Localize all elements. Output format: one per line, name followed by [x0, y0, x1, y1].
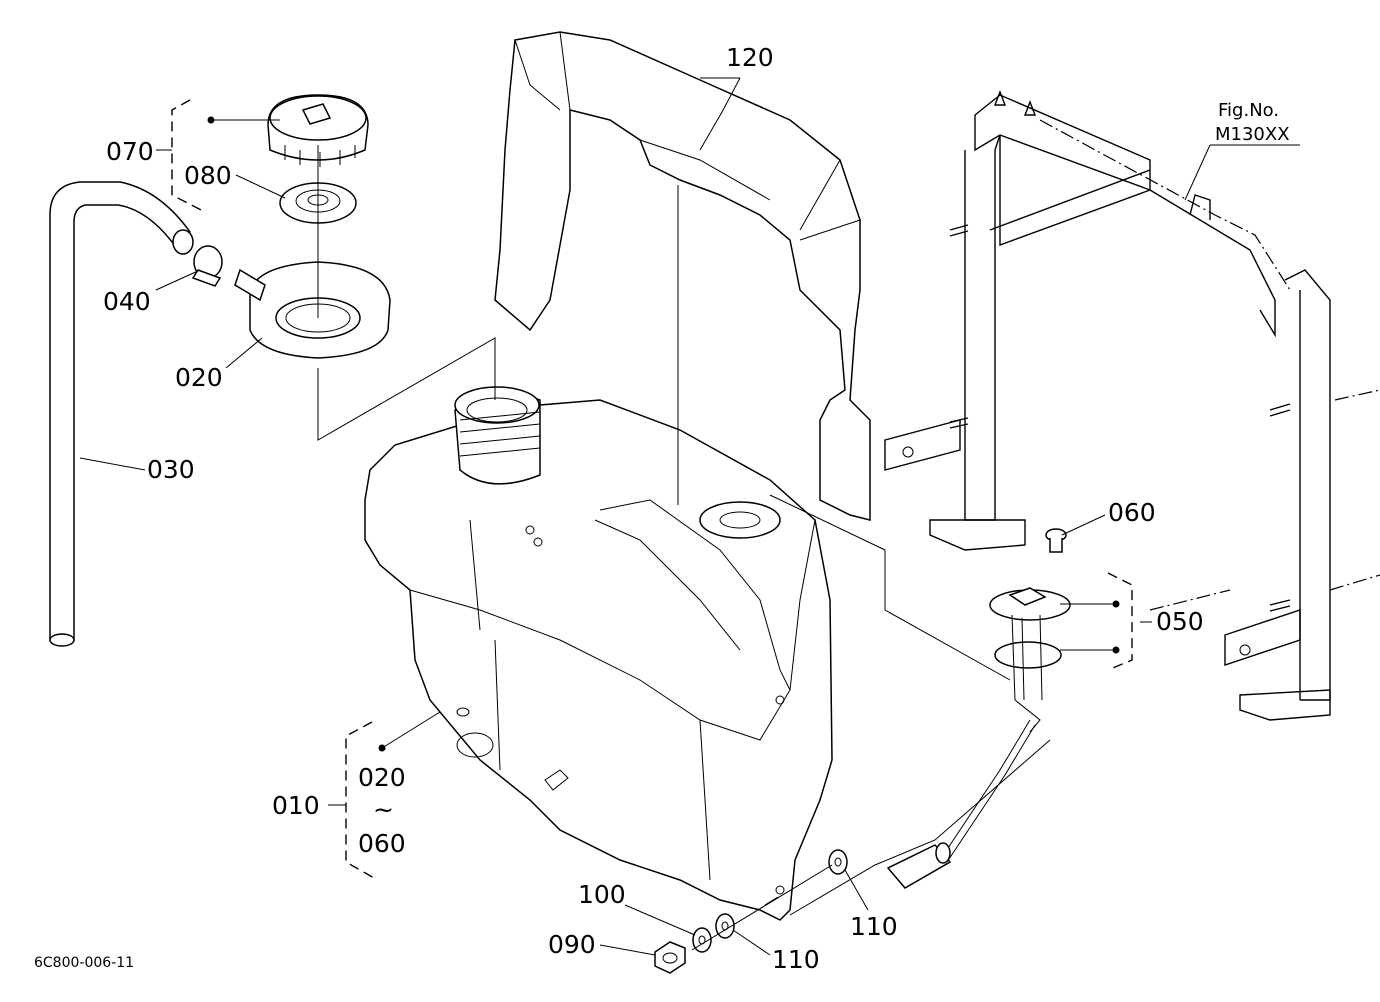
frame-reference [884, 90, 1380, 721]
part-060-screw [1045, 528, 1067, 553]
labels: 120 070 080 040 020 030 060 050 010 020 … [34, 43, 1290, 974]
label-010-range-sep: ~ [373, 795, 394, 824]
part-090-nut [654, 941, 686, 974]
part-020-filler-bracket [234, 261, 391, 359]
label-010-range-from: 020 [358, 763, 406, 792]
part-110-washer-upper [828, 849, 848, 875]
label-060: 060 [1108, 498, 1156, 527]
label-050: 050 [1156, 607, 1204, 636]
part-050-fuel-sender [886, 587, 1071, 889]
fig-no-label: Fig.No. [1218, 100, 1279, 121]
part-100-washer [692, 927, 712, 953]
label-080: 080 [184, 161, 232, 190]
label-120: 120 [726, 43, 774, 72]
bracket-070-080 [171, 99, 215, 213]
assembly-lines [317, 145, 1051, 951]
label-020: 020 [175, 363, 223, 392]
part-120-panel [494, 31, 871, 521]
drawing-code: 6C800-006-11 [34, 955, 134, 971]
part-040-clamp [191, 245, 223, 287]
label-110-lower: 110 [772, 945, 820, 974]
label-110-upper: 110 [850, 912, 898, 941]
label-010: 010 [272, 791, 320, 820]
label-010-range-to: 060 [358, 829, 406, 858]
label-100: 100 [578, 880, 626, 909]
label-070: 070 [106, 137, 154, 166]
bracket-050 [1107, 572, 1133, 671]
label-030: 030 [147, 455, 195, 484]
part-010-fuel-tank [364, 386, 833, 921]
leader-lines [79, 77, 1300, 956]
part-030-hose [49, 181, 194, 647]
label-090: 090 [548, 930, 596, 959]
fig-no-value: M130XX [1215, 124, 1290, 145]
part-070-cap [267, 94, 369, 167]
label-040: 040 [103, 287, 151, 316]
